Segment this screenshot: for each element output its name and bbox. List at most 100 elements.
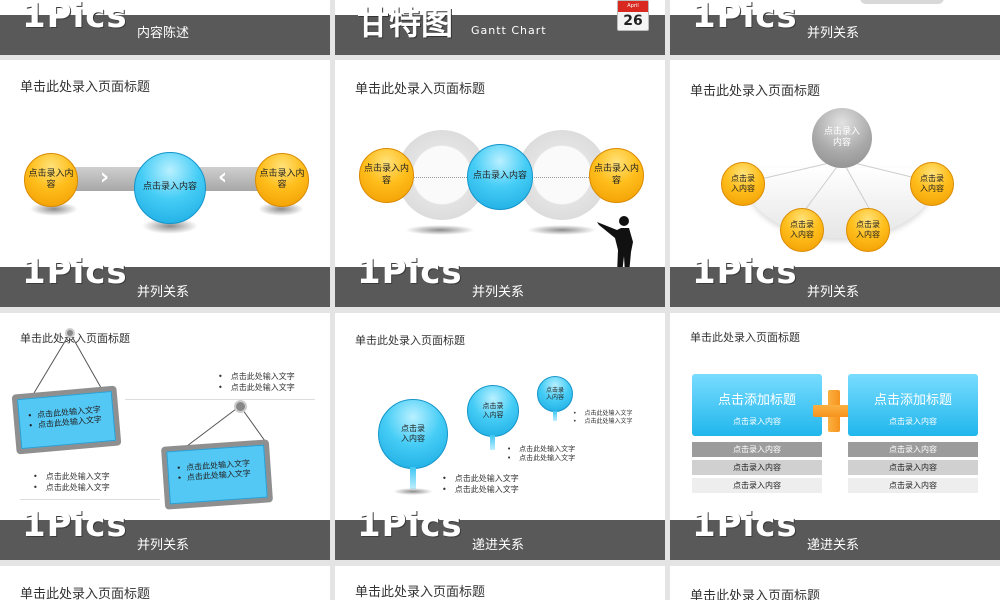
brand-logo: 1Pics xyxy=(22,0,128,36)
divider-line xyxy=(20,499,160,500)
hanging-sign[interactable]: 点击此处输入文字 点击此处输入文字 xyxy=(160,439,274,510)
bullet-item: 点击此处输入文字 xyxy=(507,454,575,463)
slide-subtitle: 并列关系 xyxy=(137,538,190,553)
circle-item[interactable]: 点击录 入内容 xyxy=(846,208,890,252)
calendar-month: April xyxy=(618,1,648,12)
bullet-item: 点击此处输入文字 xyxy=(573,418,633,426)
bullet-item: 点击此处输入文字 xyxy=(33,471,110,482)
slide-3-1[interactable]: 单击此处录入页面标题 xyxy=(335,566,665,600)
bullet-item: 点击此处输入文字 xyxy=(573,410,633,418)
right-circle[interactable]: 点击录入内容 xyxy=(589,148,644,203)
bullet-item: 点击此处输入文字 xyxy=(507,445,575,454)
pin-circle-mid[interactable]: 点击录 入内容 xyxy=(467,385,519,437)
plus-icon xyxy=(813,390,855,432)
box-title: 点击添加标题 xyxy=(873,393,952,408)
slide-1-1[interactable]: 单击此处录入页面标题 点击录入内容 点击录入内容 点击录入内容 1Pics 并列… xyxy=(335,60,665,307)
pin-circle-small[interactable]: 点击录 入内容 xyxy=(537,376,573,412)
presenter-silhouette xyxy=(597,216,633,274)
page-title: 单击此处录入页面标题 xyxy=(690,589,821,600)
bullet-list: 点击此处输入文字 点击此处输入文字 xyxy=(218,371,295,393)
page-title: 单击此处录入页面标题 xyxy=(690,84,821,99)
top-circle[interactable]: 点击录入 内容 xyxy=(812,108,872,168)
slide-band xyxy=(335,520,665,560)
page-title: 单击此处录入页面标题 xyxy=(355,82,486,97)
slide-band xyxy=(0,267,330,307)
circle-shadow xyxy=(142,218,198,234)
circle-item[interactable]: 点击录 入内容 xyxy=(721,162,765,206)
bullet-list: 点击此处输入文字 点击此处输入文字 xyxy=(507,445,575,463)
bullet-item: 点击此处输入文字 xyxy=(442,484,519,495)
slide-2-1[interactable]: 单击此处录入页面标题 点击录 入内容 点击录 入内容 点击录 入内容 点击此处输… xyxy=(335,313,665,560)
hanging-sign[interactable]: 点击此处输入文字 点击此处输入文字 xyxy=(11,385,122,455)
slide-band xyxy=(0,520,330,560)
slide-band xyxy=(670,15,1000,55)
slide-1-0[interactable]: 单击此处录入页面标题 › ‹ 点击录入内容 点击录入内容 点击录入内容 1Pic… xyxy=(0,60,330,307)
box-subtitle: 点击录入内容 xyxy=(733,417,781,426)
slide-2-2[interactable]: 单击此处录入页面标题 点击添加标题 点击录入内容 点击录入内容 点击录入内容 点… xyxy=(670,313,1000,560)
slide-subtitle: 递进关系 xyxy=(807,538,860,553)
slide-0-0[interactable]: 1Pics 内容陈述 xyxy=(0,0,330,55)
brand-logo: 1Pics xyxy=(22,252,128,292)
gantt-subtitle: Gantt Chart xyxy=(471,24,547,37)
slide-subtitle: 并列关系 xyxy=(807,285,860,300)
ring-shadow xyxy=(527,225,597,235)
hanging-strings xyxy=(33,332,266,450)
slide-3-2[interactable]: 单击此处录入页面标题 xyxy=(670,566,1000,600)
bullet-item: 点击此处输入文字 xyxy=(33,482,110,493)
slide-subtitle: 并列关系 xyxy=(137,285,190,300)
brand-logo: 1Pics xyxy=(692,0,798,36)
bullet-item: 点击此处输入文字 xyxy=(218,371,295,382)
brand-logo: 1Pics xyxy=(357,505,463,545)
calendar-icon: April 26 xyxy=(617,0,649,31)
slide-band xyxy=(670,520,1000,560)
circle-item[interactable]: 点击录 入内容 xyxy=(910,162,954,206)
slide-band xyxy=(335,267,665,307)
decor-pill xyxy=(860,0,944,4)
pin-icon xyxy=(65,328,75,338)
center-circle[interactable]: 点击录入内容 xyxy=(467,144,533,210)
content-row[interactable]: 点击录入内容 xyxy=(848,460,978,475)
pin-shadow xyxy=(393,488,433,495)
content-row[interactable]: 点击录入内容 xyxy=(692,460,822,475)
chevron-right-icon: › xyxy=(100,165,110,190)
slide-0-2[interactable]: 1Pics 并列关系 xyxy=(670,0,1000,55)
slide-3-0[interactable]: 单击此处录入页面标题 xyxy=(0,566,330,600)
brand-logo: 1Pics xyxy=(692,505,798,545)
page-title: 单击此处录入页面标题 xyxy=(355,334,465,347)
content-row[interactable]: 点击录入内容 xyxy=(692,478,822,493)
title-box-left[interactable]: 点击添加标题 点击录入内容 xyxy=(692,374,822,436)
box-title: 点击添加标题 xyxy=(717,393,796,408)
chevron-left-icon: ‹ xyxy=(218,165,228,190)
center-circle[interactable]: 点击录入内容 xyxy=(134,152,206,224)
content-row[interactable]: 点击录入内容 xyxy=(848,478,978,493)
slide-band xyxy=(670,267,1000,307)
brand-logo: 1Pics xyxy=(357,252,463,292)
pin-circle-large[interactable]: 点击录 入内容 xyxy=(378,399,448,469)
title-box-right[interactable]: 点击添加标题 点击录入内容 xyxy=(848,374,978,436)
bullet-item: 点击此处输入文字 xyxy=(442,473,519,484)
left-circle[interactable]: 点击录入内容 xyxy=(24,153,78,207)
slide-subtitle: 递进关系 xyxy=(472,538,525,553)
circle-item[interactable]: 点击录 入内容 xyxy=(780,208,824,252)
sign-content: 点击此处输入文字 点击此处输入文字 xyxy=(166,444,268,505)
right-circle[interactable]: 点击录入内容 xyxy=(255,153,309,207)
content-row[interactable]: 点击录入内容 xyxy=(848,442,978,457)
content-row[interactable]: 点击录入内容 xyxy=(692,442,822,457)
slide-subtitle: 并列关系 xyxy=(472,285,525,300)
slide-0-1[interactable]: 甘特图 Gantt Chart April 26 xyxy=(335,0,665,55)
box-subtitle: 点击录入内容 xyxy=(889,417,937,426)
pin-stem xyxy=(410,467,416,489)
bullet-list: 点击此处输入文字 点击此处输入文字 xyxy=(442,473,519,495)
slide-2-0[interactable]: 单击此处录入页面标题 点击此处输入文字 点击此处输入文字 点击此处输入文字 点击… xyxy=(0,313,330,560)
pin-icon xyxy=(234,400,247,413)
ring-shadow xyxy=(405,225,475,235)
page-title: 单击此处录入页面标题 xyxy=(355,585,486,600)
left-circle[interactable]: 点击录入内容 xyxy=(359,148,414,203)
slide-1-2[interactable]: 单击此处录入页面标题 点击录入 内容 点击录 入内容 点击录 入内容 点击录 入… xyxy=(670,60,1000,307)
page-title: 单击此处录入页面标题 xyxy=(690,331,800,344)
circle-shadow xyxy=(258,202,304,216)
bullet-item: 点击此处输入文字 xyxy=(218,382,295,393)
brand-logo: 1Pics xyxy=(22,505,128,545)
divider-line xyxy=(125,399,315,400)
bullet-list: 点击此处输入文字 点击此处输入文字 xyxy=(573,410,633,426)
